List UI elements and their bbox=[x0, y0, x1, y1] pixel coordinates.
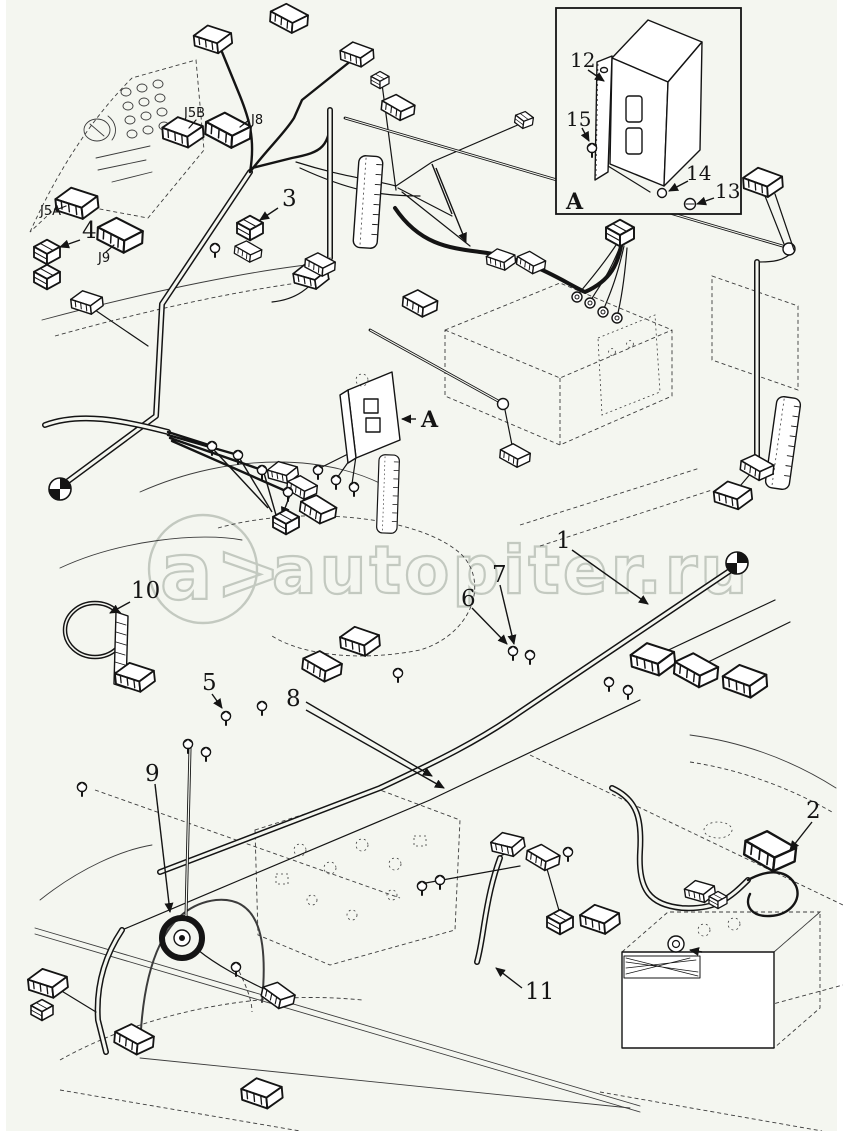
svg-text:6: 6 bbox=[461, 586, 476, 612]
svg-text:12: 12 bbox=[570, 48, 595, 72]
callout-8: 8 bbox=[286, 686, 445, 789]
ring-terminal-icon bbox=[611, 312, 623, 324]
harness-end-ball-icon bbox=[725, 551, 749, 575]
watermark-logo: a> bbox=[160, 528, 284, 618]
ring-terminal-icon bbox=[571, 291, 583, 303]
callout-4: 4 bbox=[59, 218, 97, 249]
svg-text:8: 8 bbox=[286, 686, 301, 712]
callout-11: 11 bbox=[495, 967, 554, 1005]
harness-end-ball-icon bbox=[48, 477, 72, 501]
callout-6: 6 bbox=[461, 586, 508, 645]
ring-terminal-icon bbox=[584, 297, 596, 309]
callout-1: 1 bbox=[556, 528, 649, 605]
watermark-text: autopiter.ru bbox=[272, 532, 750, 609]
callout-14: 14 bbox=[668, 161, 711, 192]
callout-13: 13 bbox=[696, 179, 740, 206]
callout-2: 2 bbox=[789, 798, 821, 851]
callout-3: 3 bbox=[259, 186, 297, 221]
control-module-a: A bbox=[339, 371, 439, 464]
svg-text:3: 3 bbox=[282, 186, 297, 212]
callout-15: 15 bbox=[566, 107, 591, 142]
watermark-logo-circle bbox=[147, 513, 259, 625]
svg-text:13: 13 bbox=[715, 179, 740, 203]
label-j9: J9 bbox=[97, 251, 110, 266]
fuse-strip-icon bbox=[375, 453, 401, 535]
svg-text:4: 4 bbox=[82, 218, 97, 244]
callout-12: 12 bbox=[570, 48, 605, 82]
svg-text:15: 15 bbox=[566, 107, 591, 131]
label-j5a: J5A bbox=[39, 204, 61, 219]
connector-labels: J5B J8 J5A J9 bbox=[39, 106, 263, 266]
svg-text:5: 5 bbox=[202, 670, 217, 696]
svg-text:2: 2 bbox=[806, 798, 821, 824]
module-a-label: A bbox=[420, 407, 439, 433]
inset-a-label: A bbox=[565, 189, 584, 215]
callout-9: 9 bbox=[145, 761, 174, 913]
callouts: 1 2 3 4 5 6 7 8 bbox=[59, 48, 821, 1005]
watermark: a> autopiter.ru bbox=[147, 513, 750, 625]
svg-text:14: 14 bbox=[686, 161, 711, 185]
battery bbox=[620, 911, 822, 1049]
svg-text:10: 10 bbox=[131, 578, 160, 604]
svg-text:7: 7 bbox=[492, 562, 507, 588]
inset-detail-a: A bbox=[555, 7, 742, 215]
label-j5b: J5B bbox=[183, 106, 205, 121]
label-j8: J8 bbox=[250, 113, 263, 128]
svg-text:1: 1 bbox=[556, 528, 571, 554]
svg-text:11: 11 bbox=[525, 979, 554, 1005]
callout-5: 5 bbox=[202, 670, 223, 709]
svg-text:9: 9 bbox=[145, 761, 160, 787]
bracket-part bbox=[586, 19, 703, 211]
horn-component bbox=[159, 915, 298, 1013]
callout-10: 10 bbox=[109, 578, 160, 614]
callout-7: 7 bbox=[492, 562, 517, 645]
ring-terminal-icon bbox=[597, 306, 609, 318]
